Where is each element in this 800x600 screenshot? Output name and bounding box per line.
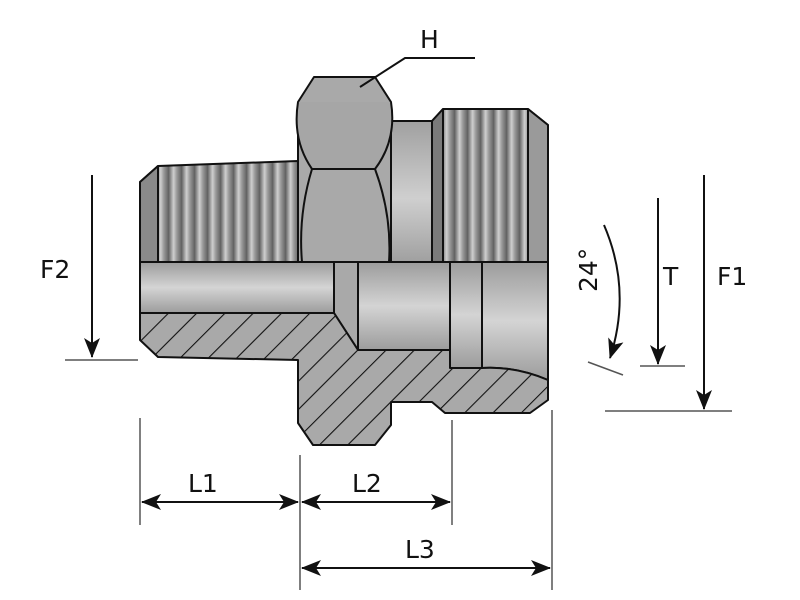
l3-dimension: L3 (301, 535, 551, 576)
l2-dimension: L2 (301, 469, 451, 510)
bore (139, 261, 549, 381)
l1-dimension: L1 (141, 469, 299, 510)
l2-label: L2 (352, 469, 382, 498)
right-thread (431, 108, 549, 263)
t-dimension: T (640, 198, 685, 367)
t-label: T (662, 262, 679, 291)
angle-dimension: 24° (574, 224, 624, 376)
f2-label: F2 (40, 255, 70, 284)
angle-label: 24° (574, 248, 603, 292)
left-thread (139, 160, 299, 263)
hex-body (295, 76, 394, 263)
l3-label: L3 (405, 535, 435, 564)
f2-dimension: F2 (40, 175, 138, 361)
section-hatch (139, 312, 549, 446)
l1-label: L1 (188, 469, 218, 498)
f1-dimension: F1 (605, 175, 747, 412)
f1-label: F1 (717, 262, 747, 291)
collar (390, 120, 433, 263)
hex-label: H (420, 25, 439, 54)
hex-callout: H (359, 25, 475, 88)
extension-lines (139, 410, 553, 590)
